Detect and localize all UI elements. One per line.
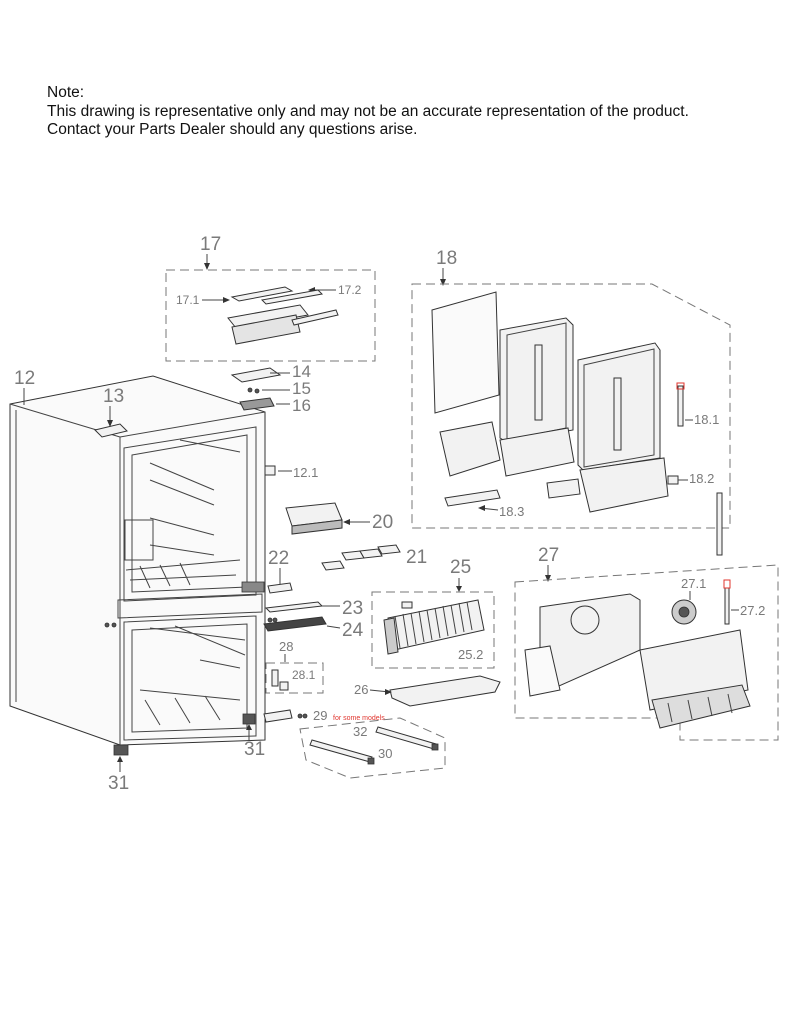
callout-17: 17 xyxy=(200,234,221,255)
callout-14: 14 xyxy=(292,362,311,381)
cabinet-body xyxy=(9,375,278,756)
callout-25: 25 xyxy=(450,557,471,578)
callout-31-left: 31 xyxy=(108,773,129,794)
callout-15: 15 xyxy=(292,379,311,398)
disclaimer-note: Note: This drawing is representative onl… xyxy=(47,84,689,140)
callout-17-1: 17.1 xyxy=(176,293,200,307)
callout-29: 29 xyxy=(313,708,327,723)
callout-27-1: 27.1 xyxy=(681,576,706,591)
part-18-housing xyxy=(431,291,685,513)
part-25-evaporator xyxy=(383,599,485,655)
callout-31-right: 31 xyxy=(244,739,265,760)
group-28-box xyxy=(265,662,324,694)
group-27-box xyxy=(514,564,779,741)
parts-30-32-rails xyxy=(309,726,439,765)
callout-28-1: 28.1 xyxy=(292,668,316,682)
group-18-box xyxy=(411,283,731,529)
part-29 xyxy=(263,709,308,723)
callout-22: 22 xyxy=(268,548,289,569)
part-21 xyxy=(321,544,401,571)
callout-28: 28 xyxy=(279,639,293,654)
callout-24: 24 xyxy=(342,620,364,641)
callout-18: 18 xyxy=(436,248,457,269)
for-some-models-note: for some models xyxy=(333,715,385,722)
callout-18-2: 18.2 xyxy=(689,471,714,486)
callout-12-1: 12.1 xyxy=(293,465,318,480)
part-rod xyxy=(716,492,723,556)
callout-27: 27 xyxy=(538,545,559,566)
group-17-box xyxy=(165,269,376,362)
callout-18-1: 18.1 xyxy=(694,412,719,427)
callout-23: 23 xyxy=(342,598,363,619)
part-17-assembly xyxy=(227,286,339,345)
callout-20: 20 xyxy=(372,512,393,533)
callout-32: 32 xyxy=(353,724,367,739)
callout-18-3: 18.3 xyxy=(499,504,524,519)
parts-14-16 xyxy=(230,367,282,411)
note-line-2: Contact your Parts Dealer should any que… xyxy=(47,121,418,138)
group-30-32-box xyxy=(299,717,446,779)
part-26-tray xyxy=(389,675,501,707)
callout-27-2: 27.2 xyxy=(740,603,765,618)
callout-16: 16 xyxy=(292,396,311,415)
callout-12: 12 xyxy=(14,368,35,389)
callout-25-2: 25.2 xyxy=(458,647,483,662)
part-20 xyxy=(285,502,343,535)
note-line-1: This drawing is representative only and … xyxy=(47,102,689,120)
callout-26: 26 xyxy=(354,682,368,697)
note-heading: Note: xyxy=(47,84,85,101)
part-27-fan-assembly xyxy=(524,579,751,729)
group-25-box xyxy=(371,591,495,669)
callout-17-2: 17.2 xyxy=(338,283,362,297)
callout-13: 13 xyxy=(103,386,124,407)
callout-30: 30 xyxy=(378,746,392,761)
parts-23-24 xyxy=(263,601,327,632)
callout-21: 21 xyxy=(406,547,427,568)
